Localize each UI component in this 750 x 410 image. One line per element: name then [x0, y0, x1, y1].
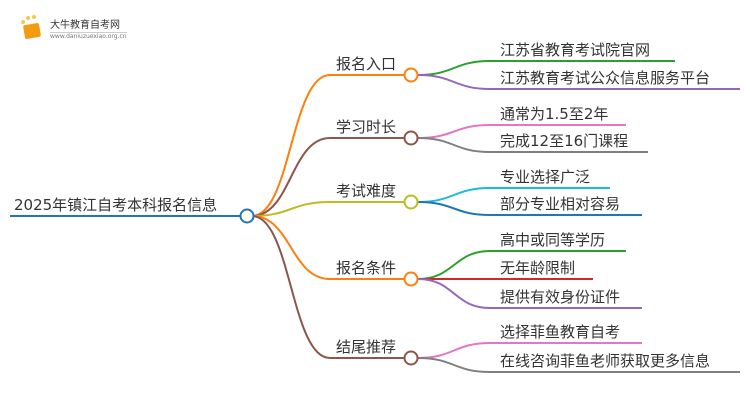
branch-label: 考试难度 [336, 182, 396, 200]
root-node[interactable] [239, 208, 255, 224]
branch-line [251, 74, 404, 217]
leaf-label: 江苏省教育考试院官网 [500, 41, 650, 59]
logo: 大牛教育自考网 www.daniuzuexiao.org.cn [18, 14, 127, 42]
leaf-label: 通常为1.5至2年 [500, 105, 608, 123]
branch-line [251, 201, 404, 217]
leaf-line [417, 201, 642, 216]
branch-node[interactable] [403, 67, 419, 83]
leaf-line [417, 124, 626, 139]
branch-node[interactable] [403, 350, 419, 366]
leaf-label: 在线咨询菲鱼老师获取更多信息 [500, 352, 710, 370]
leaf-line [417, 74, 740, 90]
leaf-label: 提供有效身份证件 [500, 288, 620, 306]
leaf-label: 无年龄限制 [500, 259, 575, 277]
branch-node[interactable] [403, 271, 419, 287]
leaf-label: 部分专业相对容易 [500, 195, 620, 213]
branch-node[interactable] [403, 194, 419, 210]
branch-line [251, 137, 404, 217]
branch-line [251, 215, 404, 359]
leaf-label: 江苏教育考试公众信息服务平台 [500, 69, 710, 87]
branch-line [251, 215, 404, 280]
leaf-line [417, 60, 675, 76]
leaf-line [417, 250, 626, 280]
branch-label: 报名条件 [336, 259, 396, 277]
leaf-label: 完成12至16门课程 [500, 132, 628, 150]
leaf-label: 选择菲鱼教育自考 [500, 323, 620, 341]
branch-label: 结尾推荐 [336, 338, 396, 356]
leaf-label: 专业选择广泛 [500, 168, 590, 186]
leaf-line [417, 357, 740, 373]
leaf-line [417, 278, 642, 309]
leaf-line [417, 342, 642, 359]
branch-label: 报名入口 [336, 55, 396, 73]
leaf-line [417, 187, 610, 203]
leaf-line [417, 137, 648, 153]
branch-label: 学习时长 [336, 118, 396, 136]
root-label: 2025年镇江自考本科报名信息 [14, 196, 217, 214]
branch-node[interactable] [403, 130, 419, 146]
logo-url: www.daniuzuexiao.org.cn [50, 32, 127, 40]
book-icon [21, 15, 41, 39]
logo-title: 大牛教育自考网 [50, 20, 120, 31]
leaf-label: 高中或同等学历 [500, 231, 605, 249]
